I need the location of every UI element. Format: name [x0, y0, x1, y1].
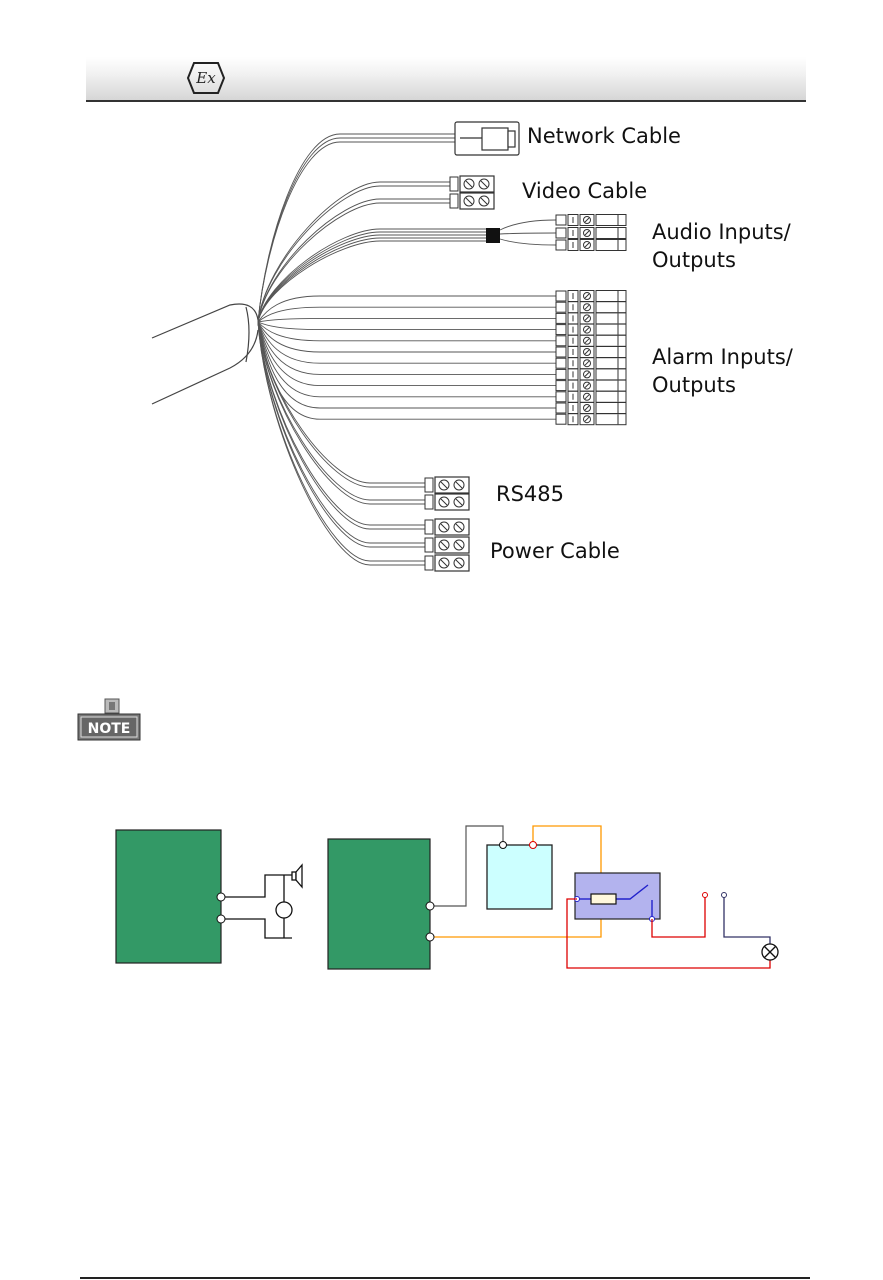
alarm-terminal-2	[426, 933, 434, 941]
relay-box-terminal-1	[500, 842, 507, 849]
alarm-device-board	[328, 839, 430, 969]
relay-switch-box	[575, 873, 660, 919]
page-bottom-rule	[80, 1277, 810, 1279]
speaker-terminal-2	[217, 915, 225, 923]
relay-box-terminal-2	[530, 842, 537, 849]
navy-wire	[724, 895, 770, 944]
speaker-wiring	[221, 875, 292, 938]
red-terminal	[703, 893, 708, 898]
audio-device-board	[116, 830, 221, 963]
relay-power-box	[487, 845, 552, 909]
relay-coil	[591, 894, 616, 904]
speaker-icon	[292, 865, 302, 887]
lamp-icon	[762, 944, 778, 960]
speaker-terminal-1	[217, 893, 225, 901]
alarm-terminal-1	[426, 902, 434, 910]
navy-terminal	[722, 893, 727, 898]
